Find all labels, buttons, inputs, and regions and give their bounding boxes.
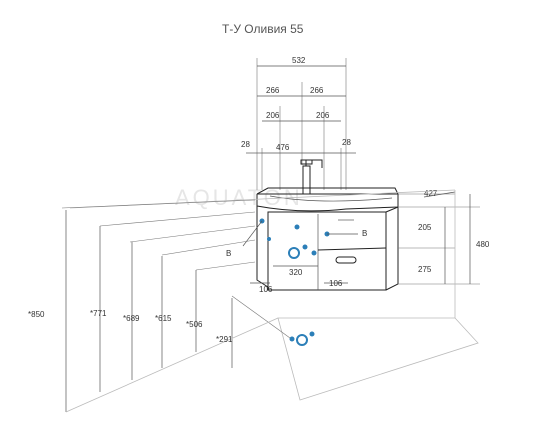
dim-left-offset: 106 [259,285,273,294]
drain-outlet [288,247,300,259]
height-dimension-lines [61,199,291,413]
floor-drain [296,334,308,346]
diagram-title: Т-У Оливия 55 [222,22,304,36]
dim-h-615: *615 [155,314,172,323]
right-dimension-lines [398,191,480,285]
cabinet [256,206,399,291]
dim-side-left: 28 [241,140,250,149]
dim-half-right: 266 [310,86,324,95]
dim-top-drawer: 205 [418,223,432,232]
floor-inlet-right [309,331,315,337]
floor-connectors [289,331,315,346]
water-connectors [242,218,358,259]
dim-height: 480 [476,240,490,249]
dim-h-771: *771 [90,309,107,318]
dim-overall-width: 532 [292,56,306,65]
dim-h-506: *506 [186,320,203,329]
top-dimension-lines [246,58,356,190]
water-inlet-marker-a [302,244,308,250]
dim-outlet-spacing: 320 [289,268,303,277]
dim-half-left: 266 [266,86,280,95]
floor-inlet-left [289,336,295,342]
dim-h-291: *291 [216,335,233,344]
label-b-left: B [226,249,231,258]
dim-inner-right: 206 [316,111,330,120]
water-inlet-marker-left-2 [267,237,271,241]
dim-inner-left: 206 [266,111,280,120]
dim-depth: 427 [424,189,438,198]
label-b-right: B [362,229,367,238]
dim-side-right: 28 [342,138,351,147]
dim-bottom-drawer: 275 [418,265,432,274]
water-inlet-marker-center [294,224,300,230]
watermark: AQUATON [175,185,303,210]
dim-h-850: *850 [28,310,45,319]
outlet-dimension-lines [250,265,348,284]
water-inlet-marker-b [311,250,317,256]
faucet [300,159,323,195]
dim-basin-width: 476 [276,143,290,152]
dim-right-offset: 106 [329,279,343,288]
dim-h-689: *689 [123,314,140,323]
floor-plane [69,189,479,401]
